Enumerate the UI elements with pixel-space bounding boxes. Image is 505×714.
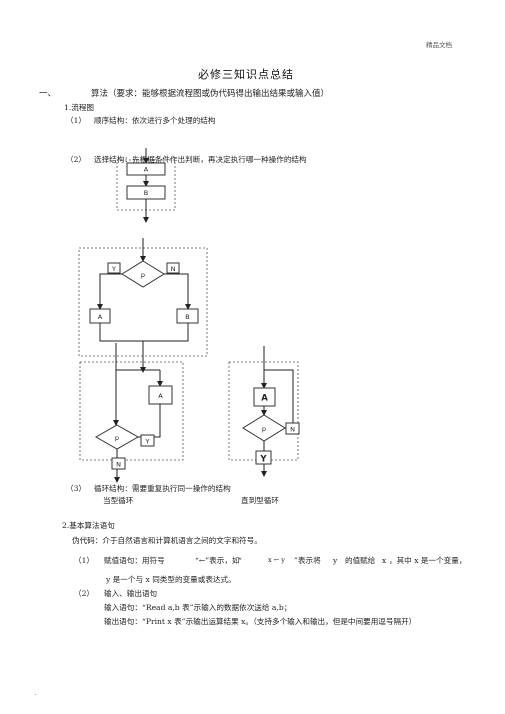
statements-heading: 2.基本算法语句 <box>62 521 115 530</box>
svg-text:B: B <box>185 313 189 321</box>
assign-text-1: 赋值语句：用符号 <box>104 556 165 565</box>
assign-text-2: ”表示将 <box>294 556 321 565</box>
assign-text-4: ，其中 x 是一个变量， <box>389 556 467 565</box>
section-title: 算法（要求：能够根据流程图或伪代码得出输出结果或输入值） <box>91 89 330 99</box>
svg-text:N: N <box>290 426 295 434</box>
assign-text-3: 的值赋给 <box>345 556 376 565</box>
svg-text:Y: Y <box>145 438 150 446</box>
input-statement: 输入语句：“Read a,b 表”示输入的数据依次送给 a,b； <box>104 603 292 612</box>
svg-text:Y: Y <box>259 455 267 465</box>
sel-number: （2） <box>66 155 87 164</box>
svg-text:B: B <box>144 189 148 197</box>
assign-var-x: x <box>382 556 387 565</box>
sel-text: 选择结构：先根据条件作出判断，再决定执行哪一种操作的结构 <box>94 155 307 164</box>
while-loop-label: 当型循环 <box>103 496 134 505</box>
loop-number: （3） <box>66 484 87 493</box>
sel-condition-diamond <box>121 260 165 288</box>
svg-text:p: p <box>141 271 145 279</box>
seq-number: （1） <box>66 116 87 125</box>
header-mark: 精品文档 <box>426 41 452 49</box>
footer-mark: . <box>34 688 37 697</box>
svg-text:N: N <box>116 461 121 469</box>
io-number: （2） <box>74 589 95 598</box>
output-statement: 输出语句：“Print x 表”示输出运算结果 x。（支持多个输入和输出，但是中… <box>104 617 417 626</box>
assign-number: （1） <box>74 556 95 565</box>
assign-quote-open: “ <box>238 556 242 565</box>
svg-text:A: A <box>158 392 163 400</box>
svg-text:N: N <box>171 265 176 273</box>
loop-text: 循环结构：需要重复执行同一操作的结构 <box>94 484 231 493</box>
svg-text:A: A <box>144 166 149 174</box>
sequence-structure: A B <box>116 148 176 223</box>
until-loop-label: 直到型循环 <box>241 496 279 505</box>
flowchart-heading: 1.流程图 <box>64 103 95 112</box>
page-title: 必修三知识点总结 <box>198 68 294 81</box>
selection-structure: p Y N A B <box>78 238 208 373</box>
pseudo-code-definition: 伪代码：介于自然语言和计算机语言之间的文字和符号。 <box>72 536 262 545</box>
assign-arrow-quote: “←”表示，如 <box>195 556 240 565</box>
assign-line-2: y 是一个与 x 同类型的变量或表达式。 <box>106 575 236 584</box>
while-loop-structure: A p Y N <box>79 343 184 483</box>
svg-text:Y: Y <box>111 265 116 273</box>
svg-text:A: A <box>261 394 268 404</box>
assign-formula: x ← y <box>268 556 285 564</box>
assign-var-y: y <box>333 556 338 565</box>
seq-text: 顺序结构：依次进行多个处理的结构 <box>94 116 216 125</box>
svg-text:A: A <box>98 313 103 321</box>
svg-text:p: p <box>115 434 119 442</box>
section-number: 一、 <box>39 89 57 99</box>
io-title: 输入、输出语句 <box>104 589 158 598</box>
svg-text:p: p <box>262 425 266 433</box>
until-loop-structure: A p N Y <box>228 346 300 477</box>
